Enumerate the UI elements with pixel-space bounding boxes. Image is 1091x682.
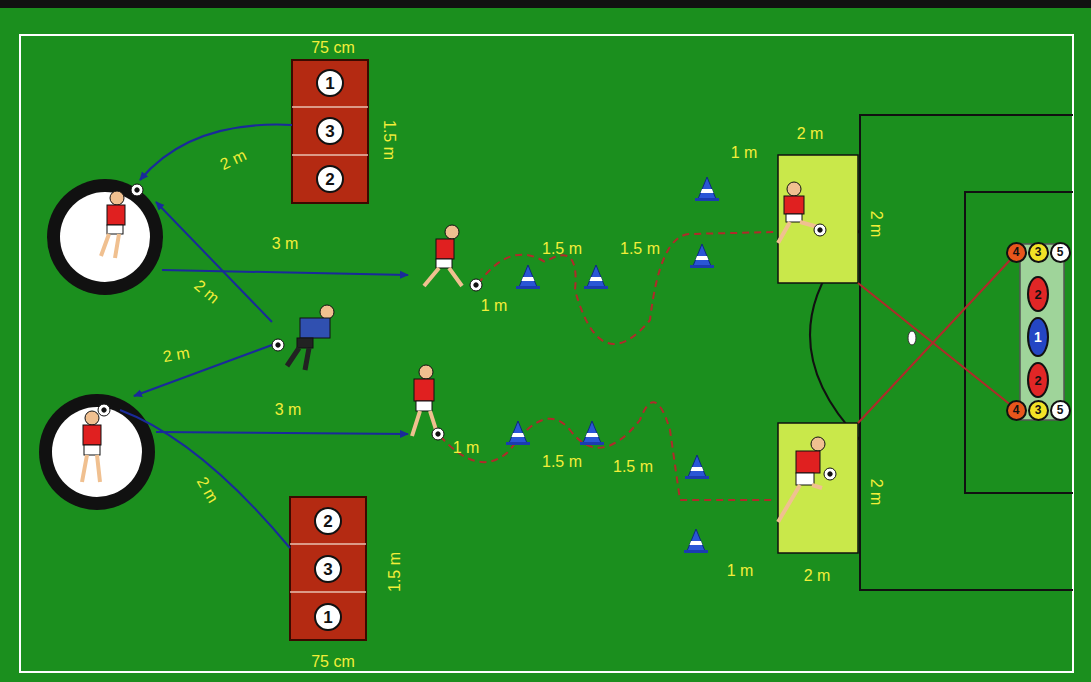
dimension-label: 2 m [218, 147, 249, 173]
dimension-label: 2 m [161, 345, 190, 365]
number-disc: 1 [1027, 317, 1049, 357]
number-disc: 3 [314, 555, 342, 583]
dimension-label: 1 m [481, 298, 508, 314]
number-disc: 4 [1006, 400, 1027, 421]
number-disc: 2 [1027, 362, 1049, 398]
callout-number: 3 [1035, 246, 1042, 258]
callout-number: 3 [323, 561, 332, 578]
dimension-label: 1.5 m [542, 454, 582, 470]
dimension-label: 75 cm [311, 654, 355, 670]
number-disc: 3 [1028, 400, 1049, 421]
number-disc: 5 [1050, 400, 1071, 421]
dimension-label: 1.5 m [620, 241, 660, 257]
dimension-label: 2 m [804, 568, 831, 584]
number-disc: 3 [316, 117, 344, 145]
dimension-label: 2 m [797, 126, 824, 142]
dimension-label: 1.5 m [542, 241, 582, 257]
player [82, 182, 836, 522]
dimension-label: 75 cm [311, 40, 355, 56]
callout-number: 5 [1057, 246, 1064, 258]
callout-number: 2 [1034, 288, 1041, 301]
dimension-label: 3 m [275, 402, 302, 418]
number-disc: 1 [316, 69, 344, 97]
callout-number: 1 [323, 609, 332, 626]
dimension-label: 1.5 m [613, 459, 653, 475]
number-disc: 2 [1027, 276, 1049, 312]
dimension-label: 1 m [727, 563, 754, 579]
dimension-label: 1 m [453, 440, 480, 456]
callout-number: 4 [1013, 246, 1020, 258]
number-disc: 5 [1050, 242, 1071, 263]
dimension-label: 1 m [731, 145, 758, 161]
dimension-label: 1.5 m [381, 120, 397, 160]
dimension-label: 2 m [193, 474, 220, 505]
callout-number: 1 [1034, 330, 1042, 344]
callout-number: 2 [325, 171, 334, 188]
number-disc: 3 [1028, 242, 1049, 263]
callout-number: 1 [325, 75, 334, 92]
callout-number: 3 [325, 123, 334, 140]
number-disc: 2 [314, 507, 342, 535]
dimension-label: 3 m [272, 236, 299, 252]
dimension-label: 2 m [868, 211, 884, 238]
number-disc: 1 [314, 603, 342, 631]
dimension-label: 1.5 m [387, 552, 403, 592]
number-disc: 2 [316, 165, 344, 193]
callout-number: 2 [1034, 374, 1041, 387]
dimension-label: 2 m [191, 277, 222, 306]
dimension-label: 2 m [868, 479, 884, 506]
callout-number: 5 [1057, 404, 1064, 416]
callout-number: 3 [1035, 404, 1042, 416]
number-disc: 4 [1006, 242, 1027, 263]
callout-number: 2 [323, 513, 332, 530]
callout-number: 4 [1013, 404, 1020, 416]
